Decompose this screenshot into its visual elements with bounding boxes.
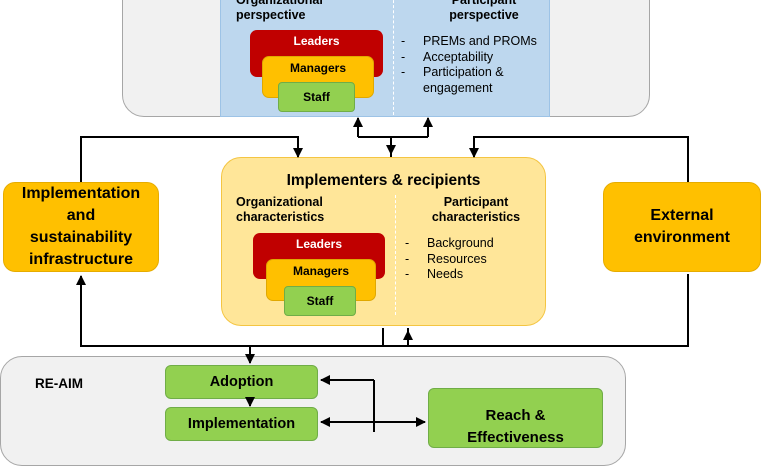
external-environment-box: External environment	[603, 182, 761, 272]
left-to-middle-line	[80, 136, 303, 182]
top-managers-label: Managers	[289, 61, 347, 75]
bullet-dash: -	[401, 65, 406, 79]
top-staff-layer: Staff	[278, 82, 355, 112]
perspective-divider	[393, 0, 394, 115]
participant-perspective-header: Participant perspective	[449, 0, 519, 22]
mid-staff-layer: Staff	[284, 286, 356, 316]
top-staff-label: Staff	[303, 90, 330, 104]
bullet-dash: -	[405, 267, 410, 281]
participant-characteristics-list: -Background -Resources -Needs	[405, 236, 535, 283]
middle-bottom-bracket	[382, 328, 409, 346]
participant-characteristics-header: Participant characteristics	[431, 195, 521, 224]
list-item: -Participation & engagement	[401, 65, 504, 95]
connector-lines	[76, 117, 689, 432]
list-item: -Background	[405, 236, 494, 250]
list-item: -Needs	[405, 267, 464, 281]
mid-leaders-label: Leaders	[295, 237, 343, 251]
characteristics-divider	[395, 195, 396, 315]
mid-bottom-arrows	[382, 331, 408, 346]
list-item: -PREMs and PROMs	[401, 34, 537, 48]
implementation-infrastructure-box: Implementation and sustainability infras…	[3, 182, 159, 272]
participant-perspective-list: -PREMs and PROMs -Acceptability -Partici…	[401, 34, 546, 96]
top-leaders-label: Leaders	[293, 34, 340, 48]
bottom-right-loop	[250, 274, 689, 347]
re-aim-label: RE-AIM	[35, 376, 83, 391]
right-to-middle-line	[469, 136, 689, 182]
bullet-dash: -	[401, 49, 406, 64]
implementers-recipients-title: Implementers & recipients	[286, 172, 481, 189]
list-item: -Acceptability	[401, 49, 494, 64]
mid-managers-label: Managers	[292, 264, 350, 278]
organizational-characteristics-header: Organizational characteristics	[236, 195, 325, 224]
list-item: -Resources	[405, 251, 487, 266]
bullet-dash: -	[401, 34, 406, 48]
adoption-box: Adoption	[165, 365, 318, 399]
mid-staff-label: Staff	[306, 294, 334, 308]
bullet-dash: -	[405, 251, 410, 266]
bottom-left-loop	[76, 275, 250, 347]
organizational-perspective-header: Organizational perspective	[236, 0, 323, 22]
bullet-dash: -	[405, 236, 410, 250]
